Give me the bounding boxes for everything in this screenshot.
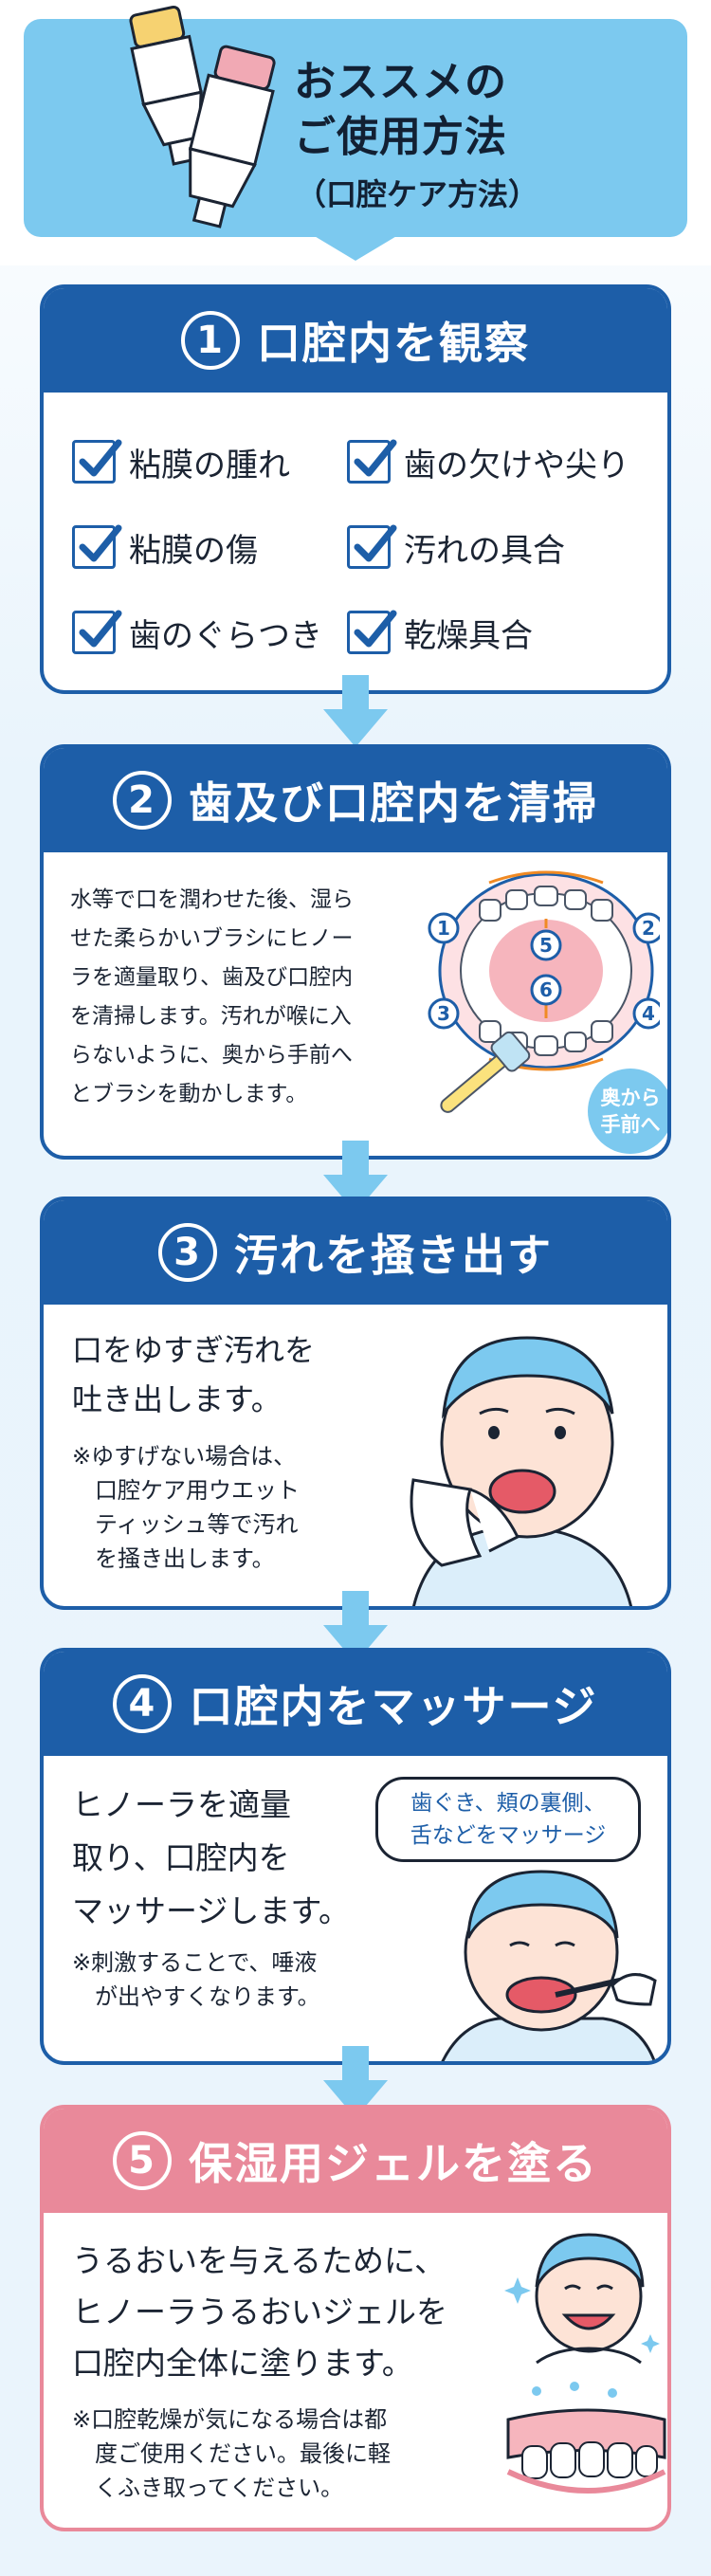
diagram-number-3: 3 — [437, 1002, 450, 1025]
note-line: 度ご使用ください。最後に軽 — [95, 2440, 391, 2467]
note-line: を掻き出します。 — [95, 1545, 275, 1572]
description-line: 口をゆすぎ汚れを — [72, 1332, 316, 1368]
checklist-item: 粘膜の傷 — [72, 524, 347, 571]
checklist-label: 乾燥具合 — [404, 616, 533, 655]
step-4-card: 4 口腔内をマッサージ ヒノーラを適量 取り、口腔内を マッサージします。 ※刺… — [40, 1648, 671, 2065]
step-5-note: ※口腔乾燥が気になる場合は都 度ご使用ください。最後に軽 くふき取ってください。 — [72, 2402, 391, 2505]
checklist-item: 歯の欠けや尖り — [347, 439, 650, 485]
diagram-number-4: 4 — [642, 1002, 655, 1025]
step-4-note: ※刺激することで、唾液 が出やすくなります。 — [72, 1946, 320, 2014]
gel-tubes-illustration — [129, 5, 276, 228]
mouth-cleaning-diagram: 1 2 3 4 5 6 — [428, 870, 660, 1113]
checkbox-checked-icon — [72, 524, 122, 569]
description-line: 口腔内全体に塗ります。 — [72, 2345, 413, 2382]
checklist-row: 歯のぐらつき 乾燥具合 — [72, 590, 650, 675]
title-line-2: ご使用方法 — [294, 113, 507, 161]
arrow-down-icon — [323, 1141, 388, 1213]
note-line: ※刺激することで、唾液 — [72, 1949, 318, 1976]
step-2-header: 2 歯及び口腔内を清掃 — [44, 748, 667, 852]
description-line: ヒノーラうるおいジェルを — [72, 2293, 447, 2330]
page-subtitle: （口腔ケア方法） — [296, 176, 539, 212]
checkbox-checked-icon — [347, 524, 397, 569]
checklist-row: 粘膜の傷 汚れの具合 — [72, 504, 650, 590]
bubble-line: 舌などをマッサージ — [410, 1823, 607, 1848]
diagram-number-6: 6 — [539, 978, 553, 1001]
step-2-number: 2 — [113, 771, 172, 830]
description-line: せた柔らかいブラシにヒノー — [70, 926, 354, 951]
checkbox-checked-icon — [347, 439, 397, 484]
speech-bubble: 歯ぐき、頬の裏側、 舌などをマッサージ — [375, 1777, 641, 1862]
badge-line: 奥から — [600, 1087, 661, 1109]
man-massaging-mouth-illustration — [441, 1870, 657, 2061]
description-line: 吐き出します。 — [72, 1381, 282, 1417]
checkbox-checked-icon — [72, 610, 122, 654]
step-4-header: 4 口腔内をマッサージ — [44, 1652, 667, 1756]
step-1-title: 口腔内を観察 — [257, 318, 530, 369]
step-2-card: 2 歯及び口腔内を清掃 水等で口を潤わせた後、湿ら せた柔らかいブラシにヒノー … — [40, 744, 671, 1160]
description-line: ヒノーラを適量 — [72, 1786, 291, 1823]
checklist-label: 歯のぐらつき — [129, 616, 322, 655]
step-4-title: 口腔内をマッサージ — [189, 1681, 598, 1732]
note-line: くふき取ってください。 — [95, 2475, 344, 2501]
arrow-down-icon — [323, 675, 388, 747]
step-3-header: 3 汚れを掻き出す — [44, 1200, 667, 1305]
step-5-header: 5 保湿用ジェルを塗る — [44, 2109, 667, 2213]
bubble-line: 歯ぐき、頬の裏側、 — [410, 1791, 606, 1816]
description-line: を清掃します。汚れが喉に入 — [70, 1004, 352, 1029]
checklist-label: 粘膜の腫れ — [129, 446, 290, 484]
note-line: ※ゆすげない場合は、 — [72, 1443, 297, 1470]
step-2-title: 歯及び口腔内を清掃 — [189, 777, 598, 829]
direction-badge: 奥から 手前へ — [588, 1069, 667, 1154]
note-line: が出やすくなります。 — [95, 1983, 320, 2010]
page-title: おススメの ご使用方法 — [294, 55, 507, 165]
step-5-title: 保湿用ジェルを塗る — [189, 2138, 598, 2189]
step-5-number: 5 — [113, 2131, 172, 2190]
checklist-item: 粘膜の腫れ — [72, 439, 347, 485]
step-2-description: 水等で口を潤わせた後、湿ら せた柔らかいブラシにヒノー ラを適量取り、歯及び口腔… — [70, 881, 354, 1114]
step-3-number: 3 — [158, 1223, 217, 1282]
step-4-description: ヒノーラを適量 取り、口腔内を マッサージします。 — [72, 1779, 350, 1938]
arrow-down-icon — [323, 2046, 388, 2118]
checkbox-checked-icon — [72, 439, 122, 484]
checklist-label: 粘膜の傷 — [129, 531, 258, 570]
note-line: ティッシュ等で汚れ — [95, 1511, 299, 1538]
description-line: 水等で口を潤わせた後、湿ら — [70, 887, 354, 912]
checklist-item: 乾燥具合 — [347, 610, 650, 656]
step-1-header: 1 口腔内を観察 — [44, 288, 667, 393]
step-3-title: 汚れを掻き出す — [234, 1230, 553, 1281]
title-line-1: おススメの — [294, 58, 507, 106]
step-3-note: ※ゆすげない場合は、 口腔ケア用ウエット ティッシュ等で汚れ を掻き出します。 — [72, 1439, 300, 1576]
step-1-number: 1 — [181, 311, 240, 370]
checklist-item: 汚れの具合 — [347, 524, 650, 571]
checklist-label: 歯の欠けや尖り — [404, 446, 629, 484]
man-smiling-gel-illustration — [504, 2233, 666, 2494]
checklist-row: 粘膜の腫れ 歯の欠けや尖り — [72, 419, 650, 504]
diagram-number-1: 1 — [437, 917, 450, 940]
checklist-item: 歯のぐらつき — [72, 610, 347, 656]
header-banner-point — [313, 235, 398, 261]
description-line: らないように、奥から手前へ — [70, 1043, 353, 1068]
step-5-description: うるおいを与えるために、 ヒノーラうるおいジェルを 口腔内全体に塗ります。 — [72, 2236, 447, 2389]
description-line: ラを適量取り、歯及び口腔内 — [70, 965, 354, 990]
checklist-label: 汚れの具合 — [404, 531, 565, 570]
step-3-card: 3 汚れを掻き出す 口をゆすぎ汚れを 吐き出します。 ※ゆすげない場合は、 口腔… — [40, 1197, 671, 1610]
badge-line: 手前へ — [600, 1113, 661, 1136]
step-3-description: 口をゆすぎ汚れを 吐き出します。 — [72, 1325, 315, 1424]
description-line: とブラシを動かします。 — [70, 1082, 308, 1106]
arrow-down-icon — [323, 1591, 388, 1663]
note-line: 口腔ケア用ウエット — [95, 1477, 300, 1504]
page-header: おススメの ご使用方法 （口腔ケア方法） — [0, 0, 711, 265]
observation-checklist: 粘膜の腫れ 歯の欠けや尖り 粘膜の傷 汚れの具合 歯のぐらつき — [72, 419, 650, 675]
checkbox-checked-icon — [347, 610, 397, 654]
description-line: 取り、口腔内を — [72, 1839, 290, 1876]
man-wiping-mouth-illustration — [410, 1336, 633, 1606]
diagram-number-2: 2 — [642, 917, 655, 940]
note-line: ※口腔乾燥が気になる場合は都 — [72, 2406, 388, 2433]
description-line: マッサージします。 — [72, 1892, 351, 1929]
description-line: うるおいを与えるために、 — [72, 2242, 447, 2279]
diagram-number-5: 5 — [539, 934, 553, 957]
step-4-number: 4 — [113, 1674, 173, 1733]
step-5-card: 5 保湿用ジェルを塗る うるおいを与えるために、 ヒノーラうるおいジェルを 口腔… — [40, 2105, 671, 2531]
step-1-card: 1 口腔内を観察 粘膜の腫れ 歯の欠けや尖り 粘膜の傷 汚れの具合 — [40, 284, 671, 694]
